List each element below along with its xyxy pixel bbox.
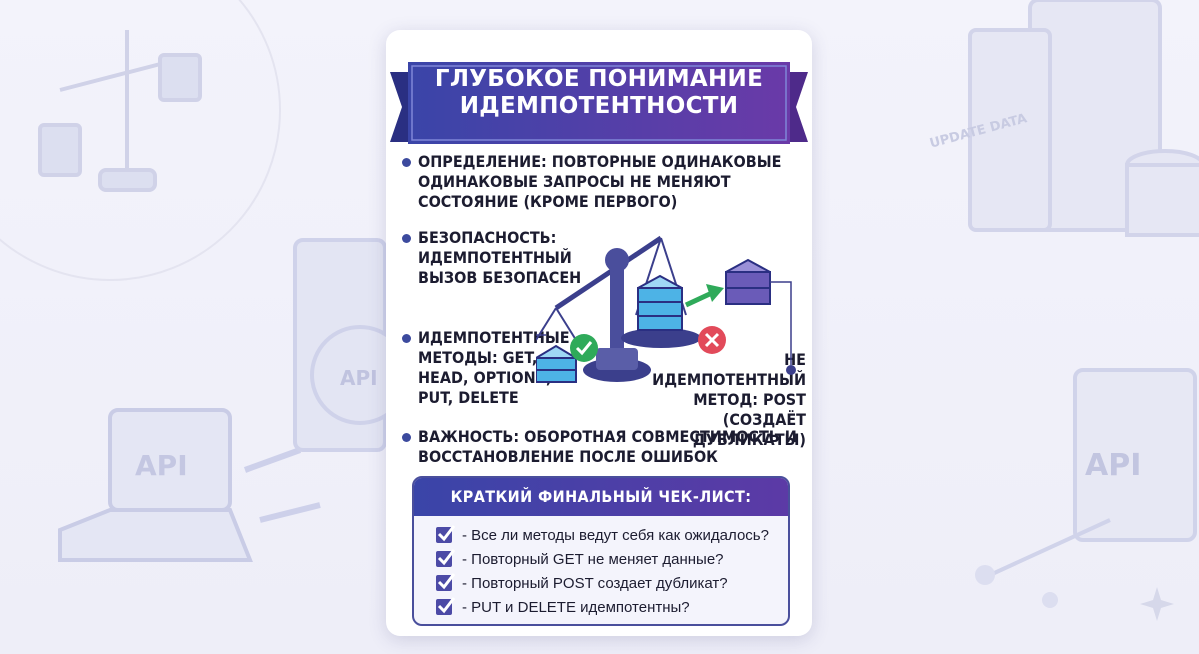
bullet-dot [402, 158, 411, 167]
importance-text: ВАЖНОСТЬ: ОБОРОТНАЯ СОВМЕСТИМОСТЬ И ВОСС… [418, 427, 797, 466]
server-stack-icon [637, 274, 683, 331]
checkbox-checked-icon[interactable] [436, 597, 456, 615]
bg-scale-icon [38, 30, 202, 192]
check-circle-icon [570, 334, 598, 362]
page-title: ГЛУБОКОЕ ПОНИМАНИЕ ИДЕМПОТЕНТНОСТИ [434, 66, 764, 119]
final-checklist: КРАТКИЙ ФИНАЛЬНЫЙ ЧЕК-ЛИСТ: - Все ли мет… [412, 476, 790, 626]
idempotent-methods-text: ИДЕМПОТЕНТНЫЕ МЕТОДЫ: GET, HEAD, OPTIONS… [418, 328, 570, 407]
title-banner [390, 62, 808, 144]
infographic-card: ГЛУБОКОЕ ПОНИМАНИЕ ИДЕМПОТЕНТНОСТИ ОПРЕД… [386, 30, 812, 636]
safety-text: БЕЗОПАСНОСТЬ: ИДЕМПОТЕНТНЫЙ ВЫЗОВ БЕЗОПА… [418, 228, 582, 287]
server-stack-icon [725, 258, 771, 305]
bg-api-label-right: API [1085, 448, 1141, 483]
scale-icon [536, 235, 701, 382]
bullet-dot [402, 334, 411, 343]
checklist-item[interactable]: - Повторный POST создает дубликат? [436, 572, 728, 594]
checkbox-checked-icon[interactable] [436, 549, 456, 567]
bg-api-label-gear: API [340, 366, 378, 390]
checklist-item-label: - Все ли методы ведут себя как ожидалось… [462, 526, 769, 544]
bullet-dot [402, 234, 411, 243]
bullet-dot [402, 433, 411, 442]
checklist-title: КРАТКИЙ ФИНАЛЬНЫЙ ЧЕК-ЛИСТ: [414, 478, 788, 516]
scale-illustration [536, 235, 796, 383]
definition-text: ОПРЕДЕЛЕНИЕ: ПОВТОРНЫЕ ОДИНАКОВЫЕ ОДИНАК… [418, 152, 782, 211]
bg-api-label-left: API [135, 449, 188, 482]
checkbox-checked-icon[interactable] [436, 525, 456, 543]
bg-server-icon [968, 0, 1199, 237]
sparkle-icon [1140, 587, 1174, 621]
bg-browser-window-icon [989, 368, 1197, 577]
arrow-right-icon [684, 284, 724, 308]
x-circle-icon [698, 326, 726, 354]
checklist-item[interactable]: - Повторный GET не меняет данные? [436, 548, 724, 570]
checkbox-checked-icon[interactable] [436, 573, 456, 591]
checklist-item[interactable]: - PUT и DELETE идемпотентны? [436, 596, 690, 618]
bg-gear-icon [293, 238, 410, 452]
checklist-item-label: - PUT и DELETE идемпотентны? [462, 598, 690, 616]
non-idempotent-text: НЕ ИДЕМПОТЕНТНЫЙ МЕТОД: POST (СОЗДАЁТ ДУ… [652, 350, 806, 449]
bg-laptop-icon [58, 408, 253, 562]
checklist-item-label: - Повторный POST создает дубликат? [462, 574, 728, 592]
checklist-item[interactable]: - Все ли методы ведут себя как ожидалось… [436, 524, 769, 546]
checklist-item-label: - Повторный GET не меняет данные? [462, 550, 724, 568]
server-stack-icon [536, 344, 580, 383]
